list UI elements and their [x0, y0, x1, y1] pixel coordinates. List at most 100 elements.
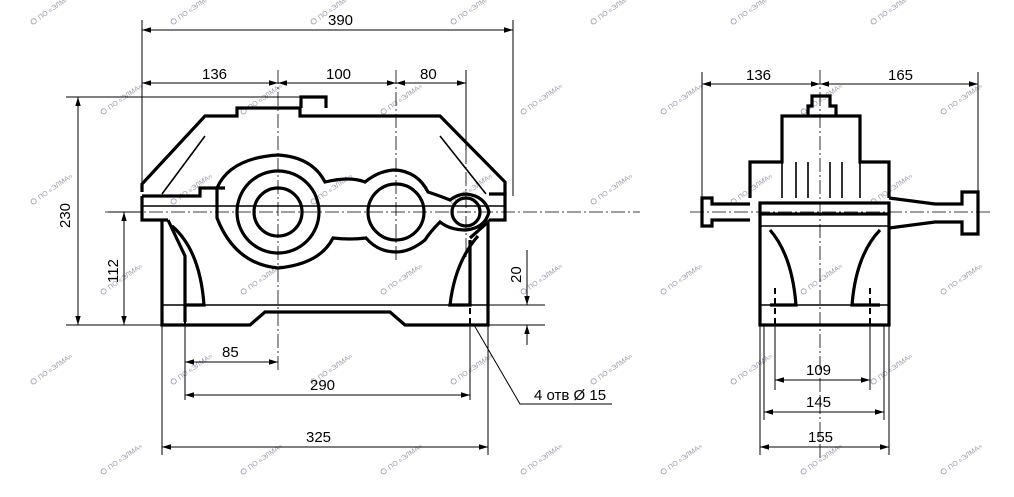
dim-shaft-spacing-1: 100 [326, 66, 351, 83]
watermark-mark: ПО «ЭЛМА» [870, 0, 914, 25]
watermark-logo-icon [170, 198, 177, 205]
watermark-logo-icon [30, 378, 37, 385]
watermark-text: ПО «ЭЛМА» [527, 263, 564, 292]
watermark-logo-icon [660, 288, 667, 295]
dim-side-base-width: 155 [808, 429, 833, 446]
watermark-mark: ПО «ЭЛМА» [170, 353, 214, 385]
watermark-mark: ПО «ЭЛМА» [660, 263, 704, 295]
watermark-logo-icon [730, 18, 737, 25]
side-view: 136 165 109 145 155 [690, 67, 990, 460]
watermark-text: ПО «ЭЛМА» [37, 173, 74, 202]
output-bearing [450, 196, 482, 228]
watermark-mark: ПО «ЭЛМА» [940, 263, 984, 295]
watermark-logo-icon [590, 18, 597, 25]
watermark-text: ПО «ЭЛМА» [667, 443, 704, 472]
dim-hole-to-shaft: 85 [222, 344, 239, 361]
watermark-text: ПО «ЭЛМА» [597, 173, 634, 202]
dim-side-left: 136 [746, 67, 771, 84]
watermark-mark: ПО «ЭЛМА» [100, 83, 144, 115]
watermark-logo-icon [520, 108, 527, 115]
watermark-logo-icon [30, 198, 37, 205]
watermark-text: ПО «ЭЛМА» [597, 0, 634, 22]
watermark-logo-icon [380, 288, 387, 295]
watermark-mark: ПО «ЭЛМА» [100, 443, 144, 475]
watermark-text: ПО «ЭЛМА» [107, 443, 144, 472]
watermark-text: ПО «ЭЛМА» [737, 0, 774, 22]
watermark-text: ПО «ЭЛМА» [527, 83, 564, 112]
right-rib [448, 234, 480, 307]
side-cover-outline [748, 114, 891, 198]
watermark-text: ПО «ЭЛМА» [457, 353, 494, 382]
watermark-text: ПО «ЭЛМА» [667, 263, 704, 292]
watermark-logo-icon [940, 108, 947, 115]
housing-base-outline [160, 218, 490, 327]
watermark-mark: ПО «ЭЛМА» [380, 263, 424, 295]
watermark-text: ПО «ЭЛМА» [37, 353, 74, 382]
side-left-shaft [700, 196, 750, 228]
watermark-logo-icon [940, 288, 947, 295]
watermark-logo-icon [870, 378, 877, 385]
cover-inner-line-right [439, 135, 487, 195]
watermark-logo-icon [660, 468, 667, 475]
bearing-boss-contour [215, 153, 491, 270]
watermark-mark: ПО «ЭЛМА» [730, 0, 774, 25]
dim-overall-length: 390 [328, 12, 353, 29]
flange-right [489, 192, 507, 222]
watermark-logo-icon [100, 468, 107, 475]
watermark-text: ПО «ЭЛМА» [947, 263, 984, 292]
watermark-logo-icon [170, 378, 177, 385]
dim-foot-thickness: 20 [508, 266, 525, 283]
watermark-text: ПО «ЭЛМА» [877, 353, 914, 382]
watermark-mark: ПО «ЭЛМА» [590, 353, 634, 385]
watermark-logo-icon [380, 468, 387, 475]
dim-side-hole-spacing: 109 [806, 362, 831, 379]
watermark-logo-icon [590, 378, 597, 385]
watermark-logo-icon [100, 288, 107, 295]
watermark-logo-icon [870, 18, 877, 25]
watermark-text: ПО «ЭЛМА» [177, 353, 214, 382]
housing-cover-outline [140, 106, 507, 196]
watermark-mark: ПО «ЭЛМА» [30, 353, 74, 385]
watermark-mark: ПО «ЭЛМА» [520, 83, 564, 115]
watermark-text: ПО «ЭЛМА» [807, 263, 844, 292]
watermark-mark: ПО «ЭЛМА» [450, 353, 494, 385]
watermark-text: ПО «ЭЛМА» [877, 0, 914, 22]
watermark-logo-icon [800, 468, 807, 475]
watermark-mark: ПО «ЭЛМА» [30, 0, 74, 25]
watermark-layer: ПО «ЭЛМА» ПО «ЭЛМА» ПО «ЭЛМА» ПО «ЭЛМА» ПО «… [30, 0, 984, 475]
side-body-outline [758, 214, 891, 327]
watermark-logo-icon [310, 18, 317, 25]
dim-base-length: 325 [306, 429, 331, 446]
vent-plug [299, 95, 328, 108]
watermark-mark: ПО «ЭЛМА» [660, 83, 704, 115]
dim-side-inner-width: 145 [806, 394, 831, 411]
watermark-text: ПО «ЭЛМА» [457, 0, 494, 22]
watermark-logo-icon [730, 378, 737, 385]
flange-left-lower [140, 196, 168, 222]
watermark-logo-icon [450, 378, 457, 385]
watermark-text: ПО «ЭЛМА» [177, 0, 214, 22]
watermark-text: ПО «ЭЛМА» [737, 353, 774, 382]
watermark-text: ПО «ЭЛМА» [737, 173, 774, 202]
watermark-mark: ПО «ЭЛМА» [590, 173, 634, 205]
watermark-logo-icon [240, 288, 247, 295]
watermark-logo-icon [800, 288, 807, 295]
watermark-logo-icon [100, 108, 107, 115]
watermark-mark: ПО «ЭЛМА» [660, 443, 704, 475]
watermark-mark: ПО «ЭЛМА» [870, 353, 914, 385]
cover-ribs [795, 162, 843, 198]
watermark-logo-icon [520, 288, 527, 295]
input-bearing-outer [235, 169, 321, 255]
watermark-text: ПО «ЭЛМА» [387, 263, 424, 292]
watermark-mark: ПО «ЭЛМА» [590, 0, 634, 25]
watermark-text: ПО «ЭЛМА» [597, 353, 634, 382]
watermark-mark: ПО «ЭЛМА» [170, 0, 214, 25]
dim-side-right: 165 [888, 67, 913, 84]
watermark-logo-icon [450, 18, 457, 25]
watermark-mark: ПО «ЭЛМА» [380, 443, 424, 475]
watermark-logo-icon [240, 468, 247, 475]
dim-axis-height: 112 [105, 259, 122, 283]
watermark-logo-icon [380, 108, 387, 115]
